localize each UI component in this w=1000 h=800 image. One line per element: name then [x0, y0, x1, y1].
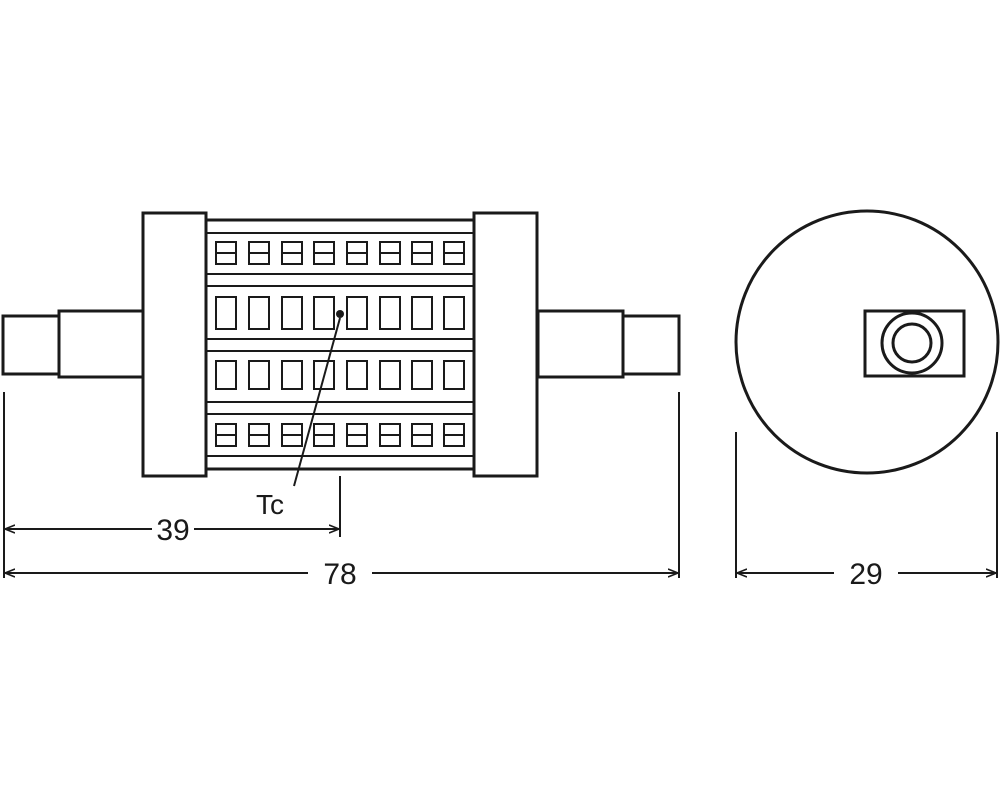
- led-chip: [379, 360, 401, 390]
- tc-marker: Tc: [256, 310, 344, 520]
- led-body: [204, 218, 476, 471]
- led-chip: [443, 296, 465, 330]
- end-view-outline: [734, 209, 1000, 475]
- led-chip: [215, 360, 237, 390]
- right-pin: [536, 309, 681, 379]
- left-pin: [1, 309, 146, 379]
- lamp-side-view: Tc: [1, 211, 681, 520]
- led-chip: [248, 296, 270, 330]
- dimension-total-length: 78: [5, 558, 678, 591]
- led-chip: [313, 296, 335, 330]
- led-chip: [346, 296, 368, 330]
- led-chip: [346, 360, 368, 390]
- end-view-contact-base: [863, 309, 966, 378]
- led-chip: [248, 360, 270, 390]
- dimension-diameter: 29: [735, 432, 998, 591]
- left-end-cap: [141, 211, 208, 478]
- right-end-cap: [472, 211, 539, 478]
- end-view-pin-outer: [880, 311, 944, 375]
- led-chip: [443, 360, 465, 390]
- led-chip: [411, 296, 433, 330]
- led-chip: [379, 296, 401, 330]
- led-chip: [281, 360, 303, 390]
- led-chip: [313, 360, 335, 390]
- dimension-half-length: 39: [5, 514, 339, 547]
- tc-label: Tc: [256, 489, 284, 520]
- dimension-78-label: 78: [323, 558, 356, 591]
- led-chip: [281, 296, 303, 330]
- led-chip: [215, 296, 237, 330]
- led-chip: [411, 360, 433, 390]
- lamp-end-view: [734, 209, 1000, 475]
- dimension-29-label: 29: [849, 558, 882, 591]
- tc-point: [336, 310, 344, 318]
- dimension-lines-side: 39 78: [3, 392, 680, 591]
- end-view-pin-inner: [891, 322, 933, 364]
- dimension-39-label: 39: [156, 514, 189, 547]
- led-chip-grid: [215, 241, 465, 447]
